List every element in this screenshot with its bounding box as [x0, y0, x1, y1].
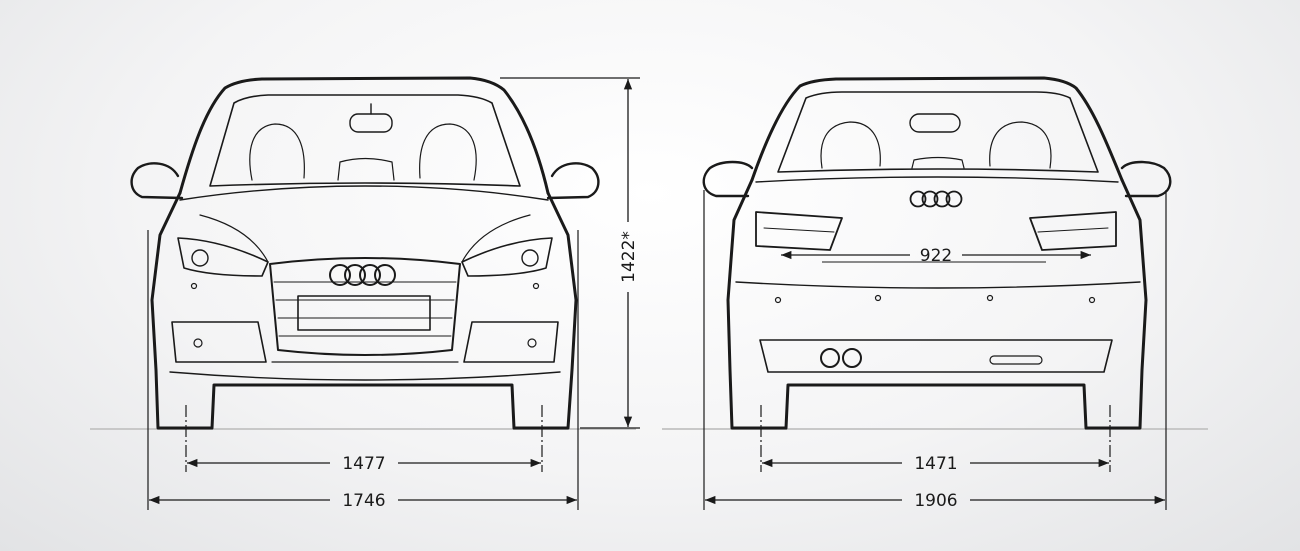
dim-label-height: 1422* — [619, 231, 639, 283]
dim-label-rear-width: 1906 — [914, 491, 957, 511]
dim-label-rear-track: 1471 — [914, 454, 957, 474]
car-rear-view — [702, 76, 1172, 430]
dimension-lines — [147, 77, 1167, 510]
car-front-view — [130, 76, 600, 430]
dim-label-front-width: 1746 — [342, 491, 385, 511]
dim-label-front-track: 1477 — [342, 454, 385, 474]
dim-label-rear-window: 922 — [920, 246, 952, 266]
dimension-arrows — [148, 79, 1165, 505]
